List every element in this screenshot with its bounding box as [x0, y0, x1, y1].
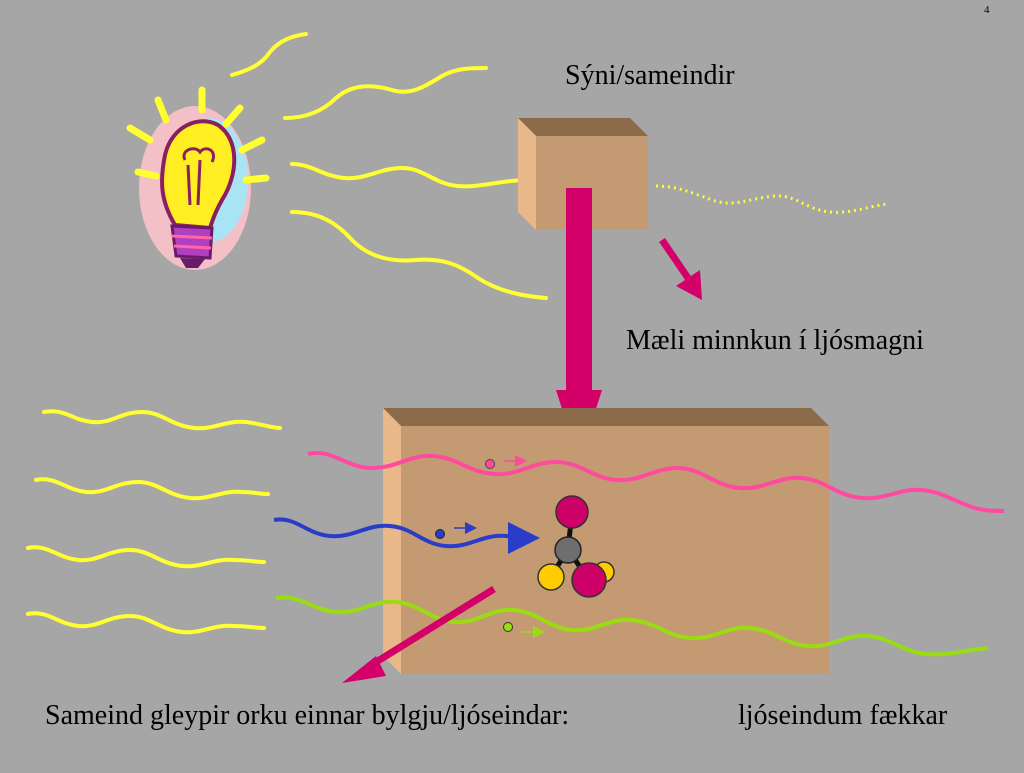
- blue-wave: [273, 517, 540, 554]
- pink-photon: [485, 455, 527, 469]
- molecule-icon: [537, 495, 615, 598]
- absorption-arrow: [342, 586, 496, 683]
- light-bulb-icon: [126, 86, 270, 270]
- measure-label: Mæli minnkun í ljósmagni: [626, 325, 924, 356]
- incoming-light-waves: [230, 32, 548, 300]
- incoming-waves-left: [26, 409, 282, 635]
- green-wave: [275, 595, 989, 657]
- pink-wave: [307, 450, 1005, 513]
- page-number: 4: [984, 4, 990, 16]
- sample-box: [518, 118, 648, 230]
- sample-label: Sýni/sameindir: [565, 60, 735, 91]
- absorb-label: Sameind gleypir orku einnar bylgju/ljóse…: [45, 700, 570, 731]
- green-photon: [503, 622, 545, 638]
- measure-arrow: [659, 238, 702, 300]
- blue-photon: [435, 522, 477, 539]
- transmitted-light-wave: [655, 184, 889, 214]
- molecule-box: [383, 408, 829, 674]
- photon-label: ljóseindum fækkar: [738, 700, 948, 731]
